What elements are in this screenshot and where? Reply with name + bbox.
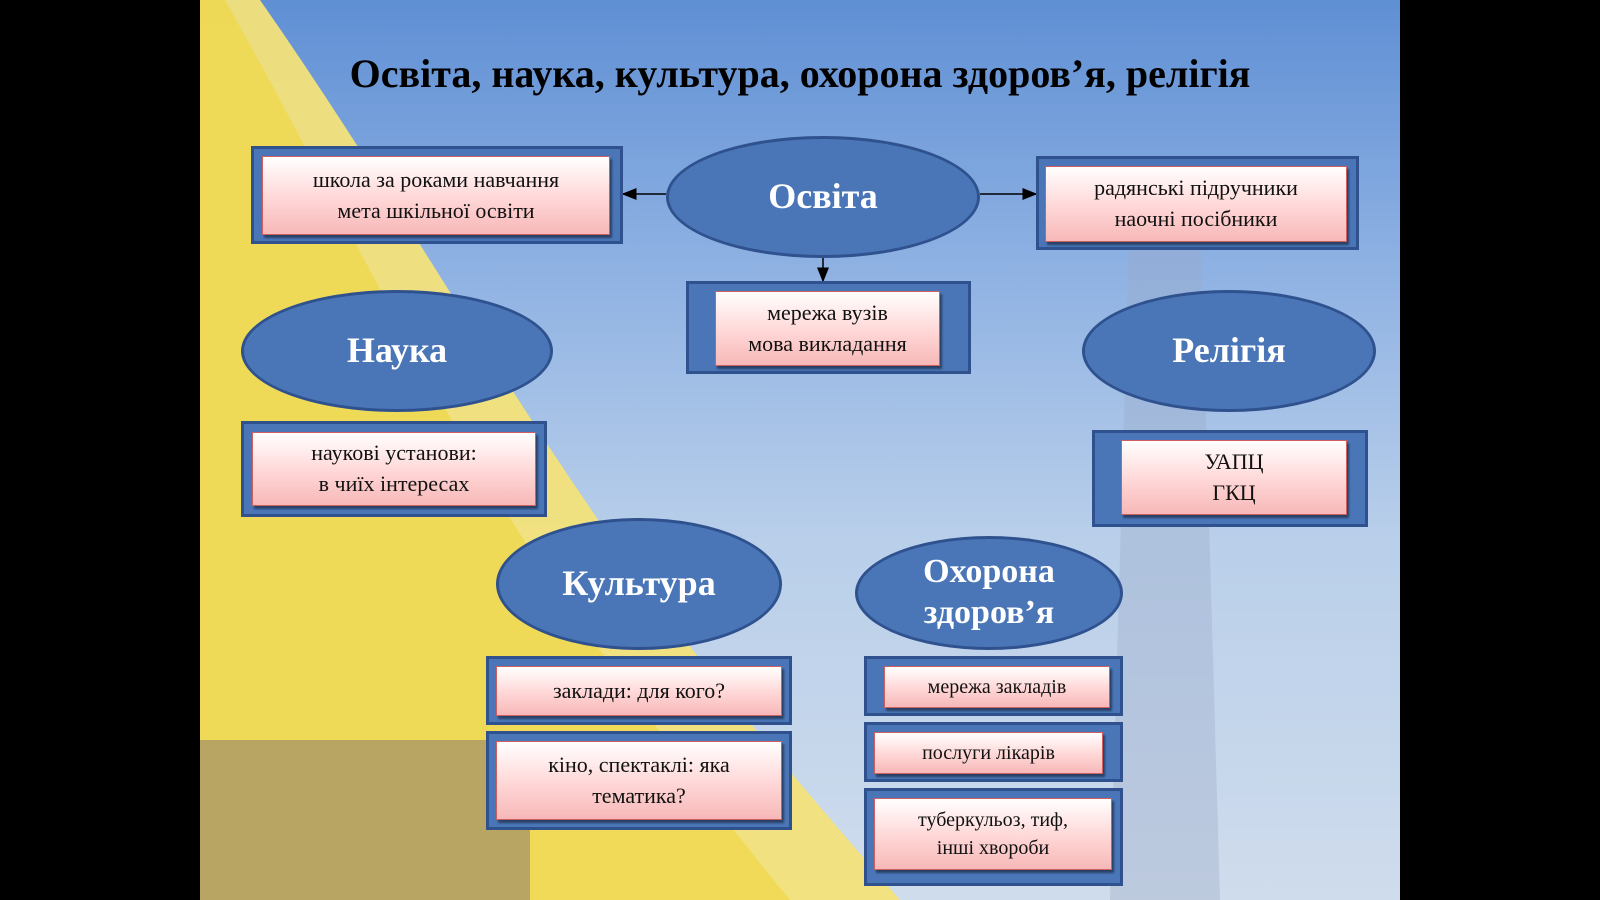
box-text: школа за роками навчання	[312, 166, 560, 192]
box-text: в чиїх інтересах	[318, 471, 470, 496]
box-text: мережа вузів	[767, 299, 888, 325]
node-osvita-label: Освіта	[768, 176, 878, 217]
node-nauka-label: Наука	[346, 330, 448, 371]
node-religiia: Релігія	[1082, 290, 1376, 412]
box-text: інші хвороби	[936, 837, 1050, 859]
box-text: наочні посібники	[1114, 206, 1278, 231]
node-osvita: Освіта	[666, 136, 980, 258]
box-osvita-right: радянські підручники наочні посібники	[1045, 166, 1347, 242]
node-kultura-label: Культура	[562, 563, 716, 604]
box-okhorona-1: мережа закладів	[884, 666, 1110, 708]
box-text: ГКЦ	[1212, 479, 1256, 505]
box-text: УАПЦ	[1204, 448, 1264, 474]
box-text: радянські підручники	[1094, 175, 1298, 201]
box-okhorona-3: туберкульоз, тиф, інші хвороби	[874, 798, 1112, 870]
box-text: послуги лікарів	[922, 742, 1055, 764]
box-text: мета шкільної освіти	[337, 197, 535, 223]
node-kultura: Культура	[496, 518, 782, 650]
node-religiia-label: Релігія	[1172, 330, 1286, 371]
node-okhorona-label-2: здоров’я	[923, 594, 1055, 631]
box-osvita-bottom: мережа вузів мова викладання	[715, 291, 940, 366]
box-text: туберкульоз, тиф,	[918, 809, 1068, 831]
box-nauka: наукові установи: в чиїх інтересах	[252, 432, 536, 506]
connector-arrows	[621, 188, 1038, 283]
box-kultura-2: кіно, спектаклі: яка тематика?	[496, 741, 782, 820]
node-okhorona: Охорона здоров’я	[855, 536, 1123, 650]
slide: Освіта, наука, культура, охорона здоров’…	[200, 0, 1400, 900]
node-okhorona-label-1: Охорона	[923, 553, 1055, 591]
box-text: мова викладання	[748, 330, 907, 356]
box-religiia: УАПЦ ГКЦ	[1121, 440, 1347, 515]
box-text: наукові установи:	[311, 440, 477, 466]
slide-title: Освіта, наука, культура, охорона здоров’…	[349, 51, 1251, 96]
box-text: тематика?	[592, 782, 686, 808]
node-nauka: Наука	[241, 290, 553, 412]
box-osvita-left: школа за роками навчання мета шкільної о…	[262, 156, 610, 235]
box-text: заклади: для кого?	[552, 677, 726, 703]
box-okhorona-2: послуги лікарів	[874, 732, 1103, 774]
box-kultura-1: заклади: для кого?	[496, 666, 782, 716]
box-text: мережа закладів	[927, 676, 1067, 698]
box-text: кіно, спектаклі: яка	[548, 751, 730, 777]
